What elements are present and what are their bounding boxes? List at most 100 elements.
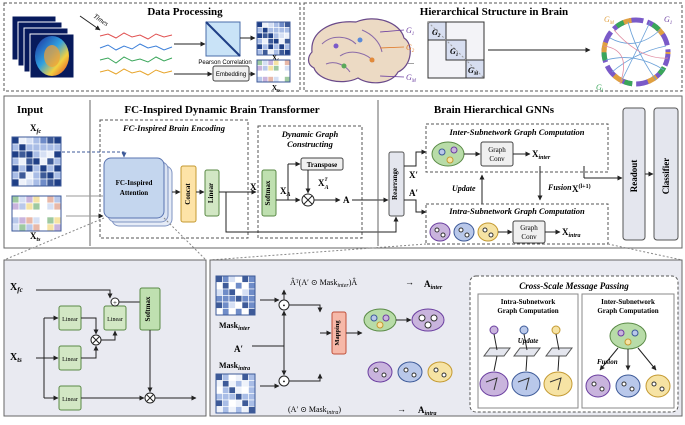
detail-xts-label: X <box>10 352 18 363</box>
g2-sub: 2 <box>412 49 415 54</box>
inter-conv-label-1: Graph <box>488 146 506 154</box>
encoding-title: FC-Inspired Brain Encoding <box>122 123 226 133</box>
detail-linear-4-label: Linear <box>107 317 123 323</box>
formula-inter: Âᵀ(A′ ⊙ Mask <box>290 277 337 287</box>
gm-sub: M <box>411 79 417 84</box>
xfc-matrix-small <box>256 21 291 56</box>
svg-text:G1: G1 <box>406 26 414 37</box>
svg-text:GM: GM <box>406 73 417 84</box>
formula-intra-sub: intra <box>327 410 339 416</box>
detail-a-prime: A′ <box>234 344 243 354</box>
x-prime-label: X′ <box>409 170 418 180</box>
a-label: A <box>343 195 350 205</box>
gm-circle-sub: M <box>609 21 615 26</box>
update-label: Update <box>452 184 476 193</box>
hierarchy-title: Hierarchical Structure in Brain <box>420 6 568 18</box>
linear-label: Linear <box>207 183 215 203</box>
svg-text:Xts: Xts <box>30 231 41 243</box>
g1-box-sub: 1 <box>456 53 459 58</box>
chord-diagram <box>601 17 671 87</box>
svg-text:Xinter: Xinter <box>532 149 551 161</box>
x-next-label: X <box>572 184 579 194</box>
graph-title-1: Dynamic Graph <box>281 129 339 139</box>
detail-softmax-label: Softmax <box>144 296 152 321</box>
g2-box-label: G <box>432 28 438 37</box>
xts-small-sub: ts <box>277 89 281 94</box>
gm-label: G <box>406 73 412 82</box>
x-inter-sub: inter <box>539 155 551 161</box>
input-xfc-label: X <box>30 123 37 133</box>
xa-label: X <box>280 186 287 196</box>
xat-sup: T <box>325 178 329 183</box>
svg-text:GM: GM <box>468 66 479 77</box>
svg-text:Xts: Xts <box>272 84 281 94</box>
mapping-label: Mapping <box>334 320 341 346</box>
detail-intra-graph-1 <box>367 361 393 383</box>
cs-intra-graph-2 <box>511 371 541 397</box>
detail-inter-graph-2 <box>411 308 445 332</box>
g2-label: G <box>406 43 412 52</box>
svg-text:•: • <box>283 378 286 386</box>
detail-fusion-label: Fusion <box>597 358 618 366</box>
bold-time-series <box>99 32 173 76</box>
gm-box-sub: M <box>473 72 479 77</box>
svg-text:+: + <box>113 299 117 307</box>
x-inter-label: X <box>532 149 539 159</box>
transpose-block <box>300 157 344 171</box>
attention-label-1: FC-Inspired <box>116 179 153 187</box>
hierarchy-panel: Hierarchical Structure in Brain G1 G2 ..… <box>303 2 683 94</box>
svg-text:G1: G1 <box>664 15 672 26</box>
cs-intra-graph-3 <box>543 371 573 397</box>
intra-sub-label-1: Intra-Subnetwork <box>501 298 556 306</box>
mask-intra-label: Mask <box>219 361 239 370</box>
a-intra-sub: intra <box>425 411 437 417</box>
g1-circle-label: G <box>664 15 670 24</box>
detail-linear-3-label: Linear <box>62 397 78 403</box>
svg-text:•: • <box>283 302 286 310</box>
classifier-block <box>653 107 679 241</box>
gl-circle-label: G <box>596 83 602 92</box>
detail-xts-sub: ts <box>17 356 22 364</box>
a-inter-label: A <box>424 279 431 289</box>
xts-matrix-small <box>256 59 291 83</box>
softmax-block <box>261 169 277 217</box>
concat-block <box>180 165 197 223</box>
attention-detail-border <box>3 259 207 417</box>
g1-label: G <box>406 26 412 35</box>
svg-text:GM: GM <box>604 15 615 26</box>
svg-text:Xfc: Xfc <box>30 123 41 135</box>
input-panel: Input Xfc Xts <box>11 104 62 243</box>
transformer-panel: FC-Inspired Dynamic Brain Transformer FC… <box>62 100 405 246</box>
input-xts-matrix <box>11 195 62 232</box>
input-xts-label: X <box>30 231 37 241</box>
input-title: Input <box>17 104 44 116</box>
g1-box-label: G <box>450 47 456 56</box>
svg-text:Maskinter: Maskinter <box>219 321 250 332</box>
inter-conv-label-2: Conv <box>489 155 505 163</box>
cs-intra-graph-1 <box>479 371 509 397</box>
intra-conv-label-2: Conv <box>521 233 537 241</box>
mask-intra-sub: intra <box>238 366 250 372</box>
gm-box-label: G <box>468 66 474 75</box>
inter-sub-label-2: Graph Computation <box>597 307 658 315</box>
attention-detail-panel: Xfc Xts Linear Linear Linear Linear + So… <box>3 259 207 417</box>
mask-intra-matrix <box>215 373 256 414</box>
xat-sub: A <box>324 185 329 191</box>
intra-node-graph-1 <box>429 222 451 242</box>
input-xts-sub: ts <box>37 237 42 243</box>
gnn-title: Brain Hierarchical GNNs <box>434 104 555 116</box>
mask-inter-label: Mask <box>219 321 239 330</box>
svg-text:(A′ ⊙ Maskintra): (A′ ⊙ Maskintra) <box>288 405 341 416</box>
attention-label-2: Attention <box>120 189 148 197</box>
x-intra-sub: intra <box>569 233 581 239</box>
svg-text:Xts: Xts <box>10 352 22 364</box>
cross-scale-title: Cross-Scale Message Passing <box>519 281 629 291</box>
fc-attention-block <box>103 157 165 219</box>
arrow-intra: → <box>397 404 406 414</box>
rearrange-block <box>388 151 405 217</box>
detail-update-label: Update <box>518 337 539 345</box>
mask-inter-matrix <box>215 275 256 316</box>
svg-text:Âᵀ(A′ ⊙ Maskinter)Â: Âᵀ(A′ ⊙ Maskinter)Â <box>290 277 357 289</box>
